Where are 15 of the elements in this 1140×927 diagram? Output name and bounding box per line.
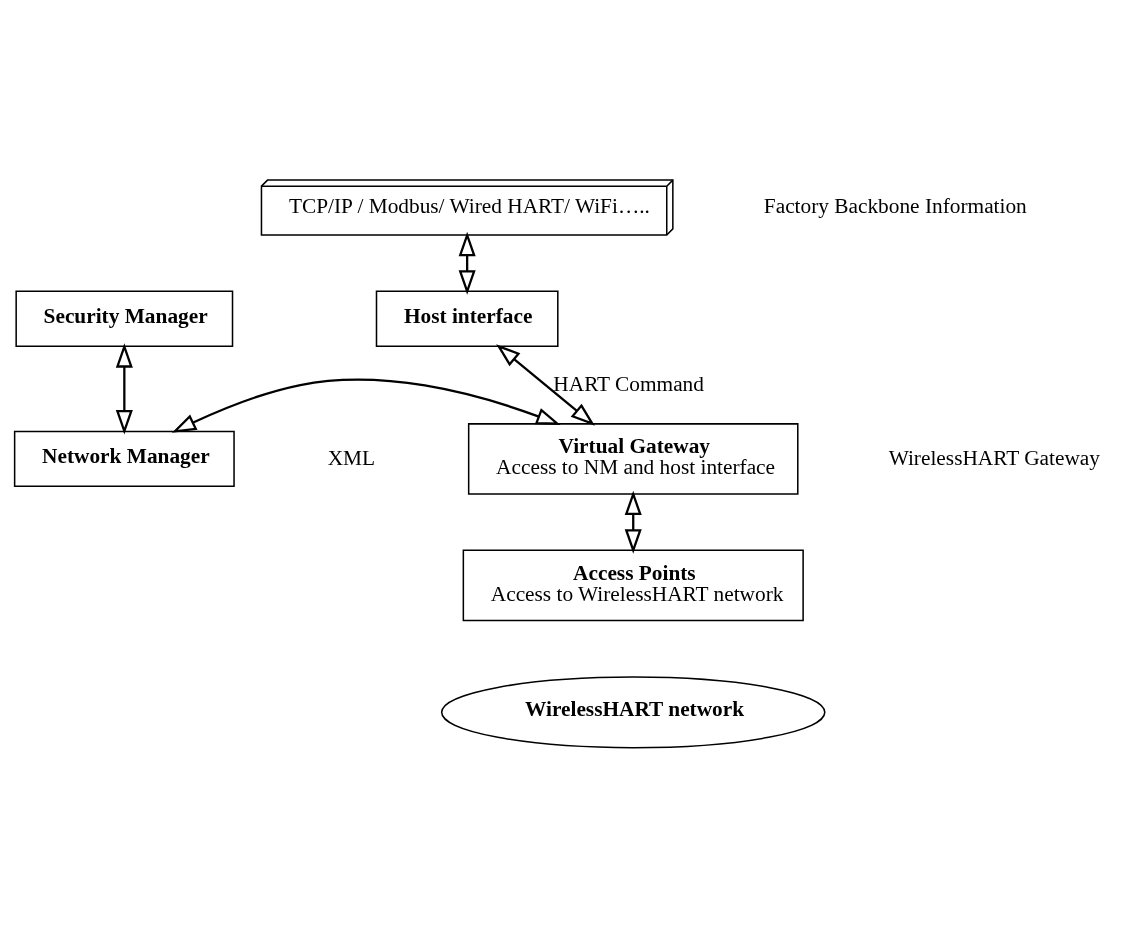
arrow bbox=[496, 343, 595, 426]
arrow bbox=[458, 231, 476, 295]
arrow bbox=[624, 490, 642, 554]
node-box: Host interface bbox=[375, 290, 559, 347]
node-box: Security Manager bbox=[15, 290, 234, 347]
label: WirelessHART Gateway bbox=[888, 445, 1100, 470]
arrow bbox=[115, 342, 133, 434]
node-box: Virtual Gateway Access to NM and host interface bbox=[467, 422, 799, 495]
label: XML bbox=[327, 445, 376, 470]
arrow bbox=[171, 378, 561, 433]
node-ellipse: WirelessHART network bbox=[440, 675, 826, 748]
label: Factory Backbone Information bbox=[763, 193, 1027, 218]
node-box: Access Points Access to WirelessHART network bbox=[462, 549, 804, 621]
edge-label: HART Command bbox=[553, 371, 704, 396]
node-box: Network Manager bbox=[13, 430, 235, 487]
